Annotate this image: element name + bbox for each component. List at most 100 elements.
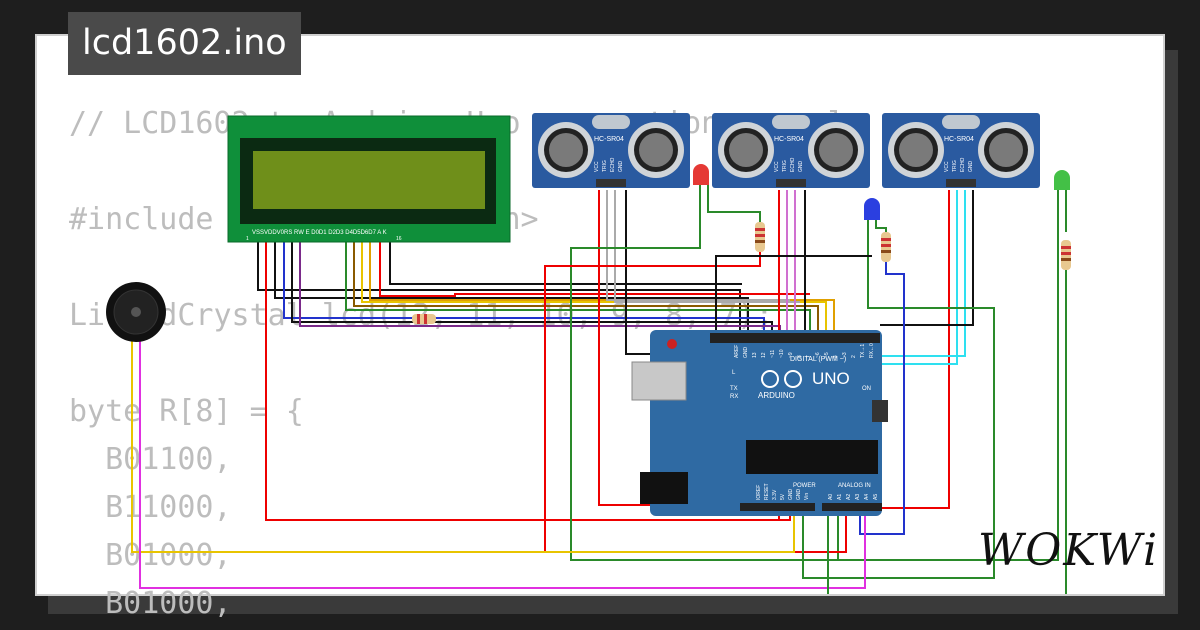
wire [802, 220, 995, 579]
analog-header-label: ANALOG IN [838, 483, 871, 489]
wire [715, 255, 872, 340]
lcd1602[interactable]: VSSVDDV0RS RW E D0D1 D2D3 D4D5D6D7 A K 1… [227, 115, 511, 243]
wire [257, 240, 741, 335]
power-pin-label: GND [796, 489, 802, 501]
wire [283, 240, 765, 335]
code-line: B01000, [69, 538, 232, 573]
wire [345, 240, 811, 335]
sensor-pin-label: TRIG [782, 160, 788, 172]
digital-pin-label: AREF [734, 345, 740, 358]
wire [875, 220, 887, 232]
ultrasonic-sensor[interactable]: HC-SR04 [882, 113, 1040, 188]
wire [361, 240, 827, 335]
power-pin-label: RESET [764, 483, 770, 500]
resistor[interactable] [755, 222, 765, 252]
led-red[interactable] [693, 164, 709, 185]
wire [369, 240, 835, 335]
sensor-pin-label: GND [968, 161, 974, 173]
analog-pin-label: A3 [855, 494, 861, 500]
sensor-pin-label: ECHO [610, 157, 616, 172]
sensor-pin-label: TRIG [952, 160, 958, 172]
led-label-l: L [732, 370, 736, 376]
resistor[interactable] [1061, 240, 1071, 270]
wire [625, 190, 742, 355]
digital-pin-label: ~3 [842, 352, 848, 358]
wire [299, 240, 781, 335]
digital-pin-label: ~10 [779, 349, 785, 358]
wokwi-logo: WOKWi [978, 525, 1160, 576]
piezo-buzzer[interactable] [106, 282, 166, 342]
power-pin-label: GND [788, 489, 794, 501]
digital-pin-label: RX←0 [869, 343, 875, 358]
ultrasonic-sensor[interactable]: HC-SR04 [532, 113, 690, 188]
code-line: B01100, [69, 442, 232, 477]
sensor-model-label: HC-SR04 [594, 136, 624, 143]
digital-pin-label: ~5 [824, 352, 830, 358]
wire [379, 240, 810, 297]
resistor[interactable] [881, 232, 891, 262]
arduino-brand: ARDUINO [758, 391, 795, 400]
arduino-uno[interactable]: DIGITAL (PWM ~) UNO ARDUINO L TX RX ON P… [631, 330, 888, 516]
code-line: B11000, [69, 490, 232, 525]
led-green[interactable] [1054, 170, 1070, 190]
digital-pin-label: ~6 [815, 352, 821, 358]
analog-pin-label: A4 [864, 494, 870, 500]
analog-pin-label: A2 [846, 494, 852, 500]
sensor-model-label: HC-SR04 [944, 136, 974, 143]
wire [606, 190, 790, 301]
sensor-pin-label: TRIG [602, 160, 608, 172]
wire [291, 240, 773, 335]
power-pin-label: 3.3V [772, 489, 778, 500]
digital-pin-label: TX→1 [860, 344, 866, 358]
wire [707, 185, 761, 222]
code-line: B01000, [69, 586, 232, 621]
digital-pin-label: GND [743, 347, 749, 359]
power-pin-label: 5V [780, 493, 786, 500]
wire [353, 240, 819, 335]
sensor-pin-label: VCC [944, 161, 950, 172]
analog-pin-label: A0 [828, 494, 834, 500]
wire [544, 252, 847, 553]
wire [859, 262, 905, 535]
digital-pin-label: 4 [833, 355, 839, 358]
sensor-pin-label: ECHO [960, 157, 966, 172]
sensor-pin-label: ECHO [790, 157, 796, 172]
power-pin-label: Vin [804, 493, 810, 500]
wires [131, 185, 1067, 594]
digital-pin-label: 2 [851, 355, 857, 358]
digital-pin-label: ~9 [788, 352, 794, 358]
sensor-pin-label: VCC [594, 161, 600, 172]
power-header-label: POWER [793, 483, 816, 489]
wire [614, 190, 800, 303]
wire [389, 240, 742, 285]
ultrasonic-sensor[interactable]: HC-SR04 [712, 113, 870, 188]
led-label-on: ON [862, 386, 871, 392]
power-pin-label: IOREF [756, 485, 762, 500]
sensor-pin-label: GND [798, 161, 804, 173]
resistor[interactable] [412, 314, 436, 324]
code-line: byte R[8] = { [69, 394, 304, 429]
sensor-model-label: HC-SR04 [774, 136, 804, 143]
wire [274, 240, 749, 335]
digital-pin-label: 12 [761, 352, 767, 358]
analog-pin-label: A1 [837, 494, 843, 500]
lcd-pin-last: 16 [396, 236, 402, 242]
led-blue[interactable] [864, 198, 880, 220]
sensor-pin-label: VCC [774, 161, 780, 172]
lcd-pin-first: 1 [246, 236, 249, 242]
wire [812, 190, 1059, 561]
sensor-pin-label: GND [618, 161, 624, 173]
sketch-title-tab[interactable]: lcd1602.ino [68, 12, 301, 75]
digital-header-label: DIGITAL (PWM ~) [790, 356, 846, 363]
led-label-tx: TX [730, 386, 738, 392]
wire [139, 340, 866, 589]
digital-pin-label: 7 [806, 355, 812, 358]
wire [848, 190, 958, 365]
digital-pin-label: 8 [797, 355, 803, 358]
analog-pin-label: A5 [873, 494, 879, 500]
digital-pin-label: 13 [752, 352, 758, 358]
uno-logo: UNO [812, 369, 850, 388]
wire [880, 190, 974, 326]
wire [131, 340, 795, 553]
